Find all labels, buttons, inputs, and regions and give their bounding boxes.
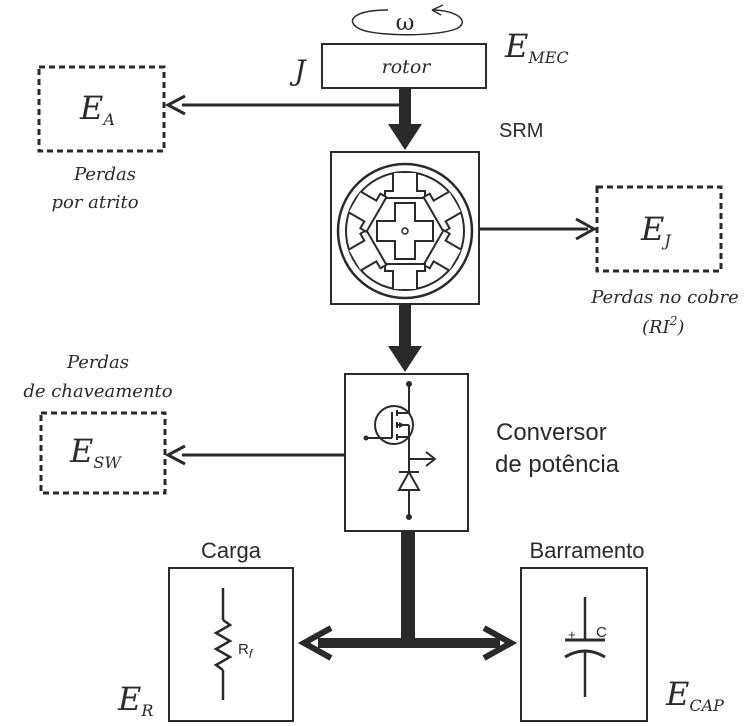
srm-label: SRM xyxy=(499,120,543,142)
resistor-label: Rf xyxy=(238,641,254,661)
copper-loss-line2: (RI2) xyxy=(642,314,684,338)
energy-j-label: EJ xyxy=(640,210,672,250)
rotor-label: rotor xyxy=(382,56,433,78)
copper-loss-box xyxy=(595,185,723,273)
converter-label-line2: de potência xyxy=(495,451,620,478)
energy-mec-label: EMEC xyxy=(504,27,569,67)
srm-to-converter-arrow xyxy=(388,304,422,372)
srm-motor-icon xyxy=(330,151,480,305)
rotation-indicator: ω xyxy=(351,4,463,36)
friction-loss-arrow xyxy=(164,94,405,116)
inertia-label: J xyxy=(289,54,307,87)
switching-loss-line1: Perdas xyxy=(66,352,129,373)
resistor-icon xyxy=(213,588,233,700)
energy-r-label: ER xyxy=(117,680,153,720)
capacitor-icon xyxy=(564,597,606,697)
bus-label: Barramento xyxy=(530,538,645,563)
bus-box xyxy=(520,567,648,722)
capacitor-plus: + xyxy=(568,627,576,642)
switching-loss-arrow xyxy=(164,444,345,466)
energy-sw-label: ESW xyxy=(69,432,122,472)
dc-bus-arrows xyxy=(297,531,518,661)
energy-cap-label: ECAP xyxy=(665,675,724,715)
friction-loss-line2: por atrito xyxy=(51,192,138,213)
friction-loss-line1: Perdas xyxy=(73,164,136,185)
load-box xyxy=(168,567,294,722)
load-label: Carga xyxy=(201,538,262,563)
rotor-box xyxy=(321,43,487,89)
friction-loss-box xyxy=(37,65,166,153)
converter-label-line1: Conversor xyxy=(496,419,607,446)
omega-symbol: ω xyxy=(396,10,415,36)
capacitor-label: C xyxy=(596,624,607,641)
power-converter-icon xyxy=(344,373,469,532)
copper-loss-line1: Perdas no cobre xyxy=(590,287,739,308)
energy-a-label: EA xyxy=(79,89,115,129)
switching-loss-box xyxy=(39,411,167,495)
copper-loss-arrow xyxy=(479,217,598,241)
rotor-to-srm-arrow xyxy=(388,88,422,150)
switching-loss-line2: de chaveamento xyxy=(23,381,172,402)
